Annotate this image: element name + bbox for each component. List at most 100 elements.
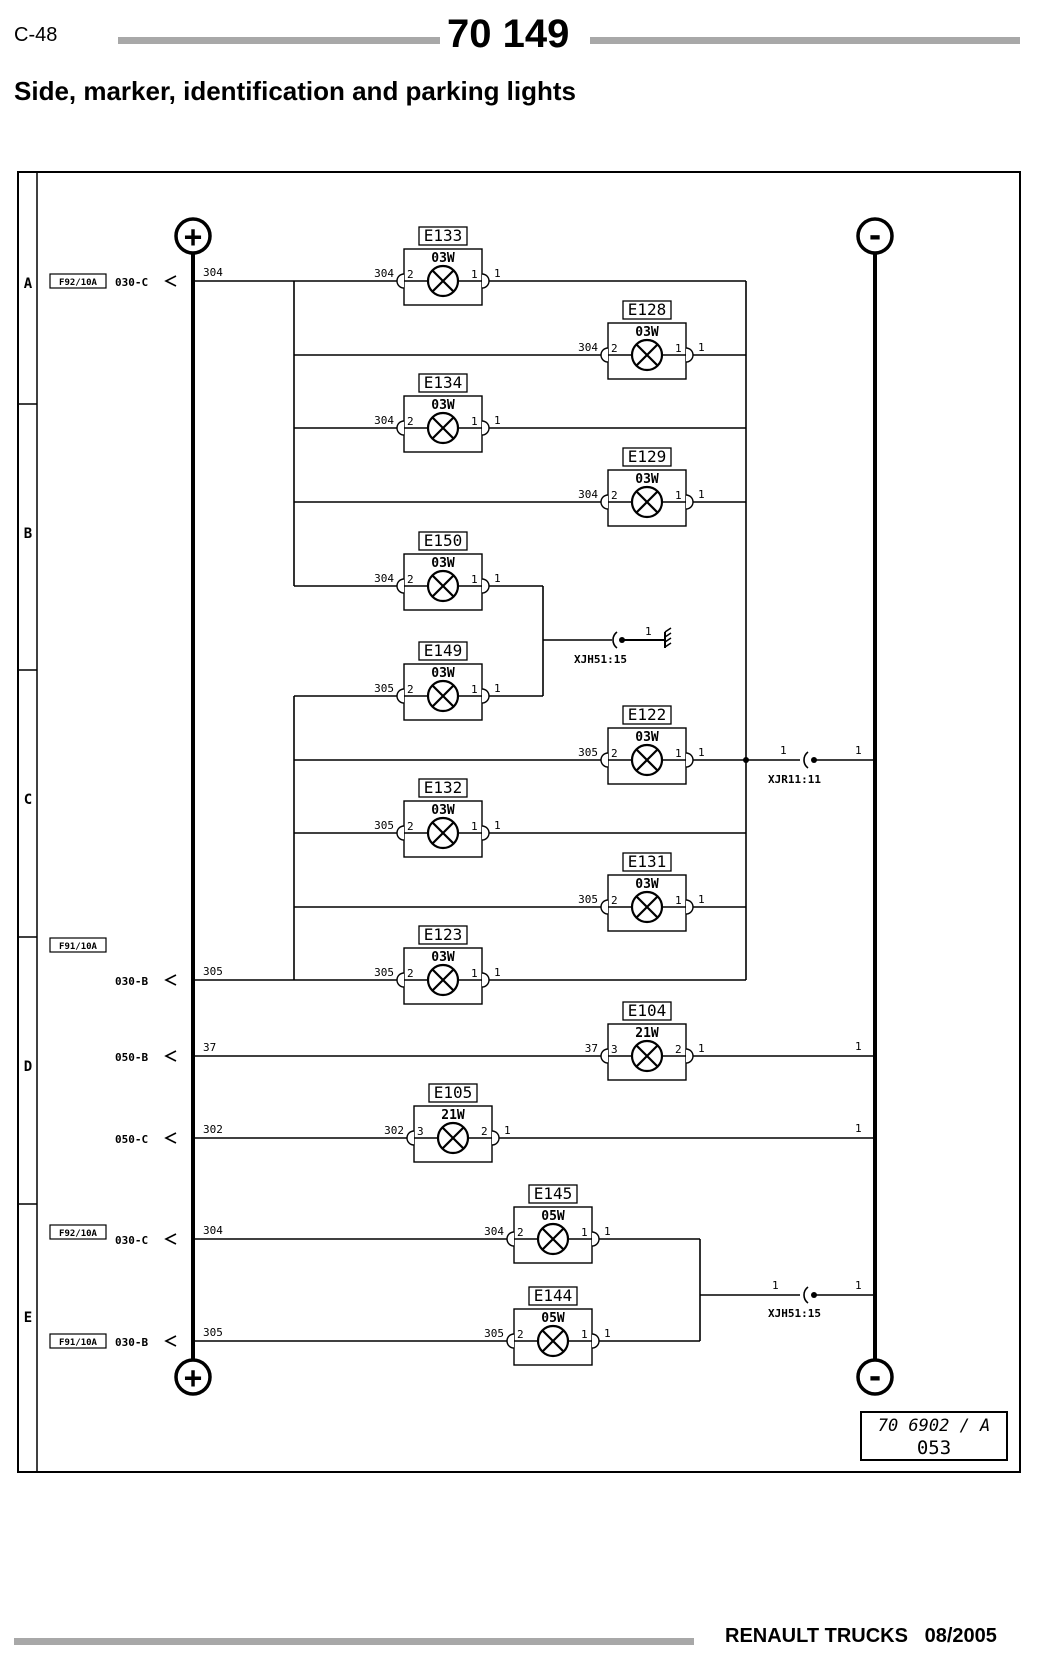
pin-hook [600, 752, 609, 768]
lamp-wire-number: 305 [578, 893, 598, 906]
lamp-wire-number: 305 [374, 819, 394, 832]
pin-hook [396, 578, 405, 594]
lamp-power: 03W [431, 666, 455, 681]
pin-hook [396, 688, 405, 704]
lamp-id: E133 [424, 226, 463, 245]
connector-pin: 1 [772, 1279, 779, 1292]
lamp-power: 03W [635, 472, 659, 487]
pin-next: 1 [698, 488, 705, 501]
lamp-wire-number: 304 [578, 488, 598, 501]
pin-out: 1 [471, 683, 478, 696]
connector-pin: 1 [780, 744, 787, 757]
pin-out: 1 [581, 1226, 588, 1239]
lamp-id: E134 [424, 373, 463, 392]
pin-next: 1 [494, 966, 501, 979]
pin-hook [481, 420, 490, 436]
row-label: D [24, 1059, 32, 1075]
lamp-id: E149 [424, 641, 463, 660]
pin-in: 2 [407, 820, 414, 833]
pin-out: 1 [675, 894, 682, 907]
page-title: Side, marker, identification and parking… [14, 76, 577, 106]
pin-in: 2 [611, 489, 618, 502]
connector-label: XJH51:15 [574, 653, 627, 666]
pin-hook [396, 273, 405, 289]
pin-hook [481, 825, 490, 841]
pin-hook [481, 273, 490, 289]
lamp-power: 03W [431, 803, 455, 818]
footer: RENAULT TRUCKS 08/2005 [725, 1625, 997, 1648]
pin-hook [481, 688, 490, 704]
row-label: B [24, 526, 32, 542]
lamp-wire-number: 302 [384, 1124, 404, 1137]
pin-in: 2 [517, 1226, 524, 1239]
pin-next: 1 [698, 893, 705, 906]
pin-out: 1 [675, 747, 682, 760]
footer-brand: RENAULT TRUCKS [725, 1625, 908, 1647]
page-code: C-48 [14, 24, 58, 46]
pin-hook [406, 1130, 415, 1146]
pin-out: 1 [471, 268, 478, 281]
svg-text:-: - [866, 1360, 884, 1395]
pin-next: 1 [494, 267, 501, 280]
lamp-wire-number: 304 [374, 267, 394, 280]
pin-in: 2 [407, 268, 414, 281]
lamp-id-box [622, 447, 672, 467]
terminal-label: 030-C [115, 276, 148, 289]
lamp-id: E129 [628, 447, 667, 466]
lamp-id: E150 [424, 531, 463, 550]
svg-text:70 6902 / A: 70 6902 / A [878, 1416, 991, 1436]
lamp-id-box [528, 1286, 578, 1306]
pin-out: 1 [471, 967, 478, 980]
header-rule-left [118, 37, 440, 44]
pin-in: 2 [611, 894, 618, 907]
document-number: 70 149 [447, 12, 570, 56]
lamp-wire-number: 305 [374, 682, 394, 695]
footer-rule [14, 1638, 694, 1645]
pin-hook [591, 1333, 600, 1349]
pin-hook [506, 1333, 515, 1349]
pin-hook [591, 1231, 600, 1247]
pin-hook [600, 899, 609, 915]
row-label: A [24, 276, 33, 292]
wire-label: 304 [203, 266, 223, 279]
pin-hook [396, 972, 405, 988]
lamp-power: 21W [441, 1108, 465, 1123]
terminal-label: 030-C [115, 1234, 148, 1247]
lamp-id: E145 [534, 1184, 573, 1203]
svg-text:-: - [866, 219, 884, 254]
lamp-id: E132 [424, 778, 463, 797]
connector-symbols [612, 627, 817, 1304]
pin-hook [600, 347, 609, 363]
row-label: C [24, 792, 32, 808]
lamp-wire-number: 37 [585, 1042, 598, 1055]
lamp-power: 03W [635, 730, 659, 745]
pin-hook [685, 752, 694, 768]
pin-in: 2 [407, 967, 414, 980]
lamp-wire-number: 305 [578, 746, 598, 759]
reference-box: 70 6902 / A 053 [860, 1411, 1008, 1461]
lamp-id: E128 [628, 300, 667, 319]
lamp-power: 21W [635, 1026, 659, 1041]
lamp-wire-number: 304 [578, 341, 598, 354]
lamp-id: E105 [434, 1083, 473, 1102]
pin-in: 2 [611, 747, 618, 760]
lamp-power: 03W [431, 556, 455, 571]
lamp-power: 03W [431, 950, 455, 965]
pin-next: 1 [504, 1124, 511, 1137]
fuse-label: F91/10A [59, 942, 98, 952]
lamp-id: E123 [424, 925, 463, 944]
pin-in: 2 [407, 683, 414, 696]
wire-label: 302 [203, 1123, 223, 1136]
svg-text:+: + [184, 1361, 202, 1396]
lamp-wire-number: 304 [374, 572, 394, 585]
pin-out: 1 [581, 1328, 588, 1341]
pin-out: 1 [471, 820, 478, 833]
pin-next: 1 [604, 1225, 611, 1238]
